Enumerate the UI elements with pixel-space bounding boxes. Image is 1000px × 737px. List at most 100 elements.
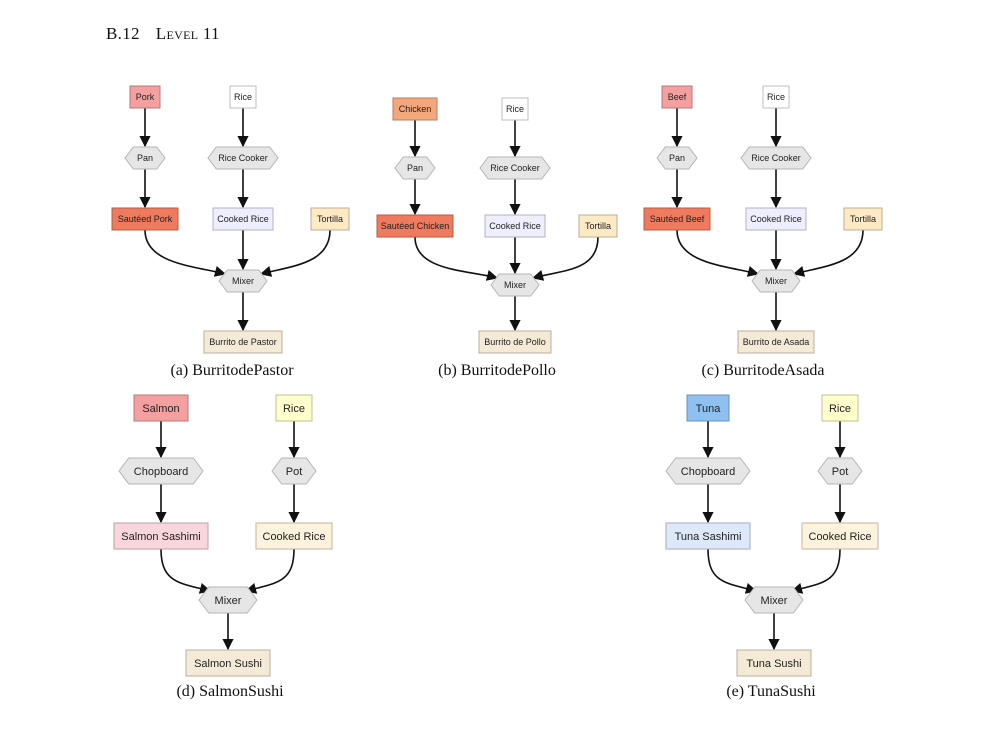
node-pot: Pot (817, 457, 863, 485)
node-chopboard-label: Chopboard (681, 466, 735, 478)
node-mixer-label: Mixer (215, 595, 242, 607)
node-rice-shape (821, 394, 859, 422)
node-sauteed-beef-shape (643, 207, 711, 231)
tuna-sushi-caption: (e) TunaSushi (726, 683, 816, 700)
edge-tuna-sashimi-to-mixer (707, 548, 758, 594)
node-mixer: Mixer (490, 273, 540, 297)
node-rice-cooker-label: Rice Cooker (751, 153, 801, 163)
node-rice: Rice (762, 85, 790, 109)
node-tortilla-shape (310, 207, 350, 231)
node-burrito-label: Burrito de Asada (743, 337, 810, 347)
node-tuna: Tuna (686, 394, 730, 422)
salmon-sushi-caption: (d) SalmonSushi (176, 683, 284, 700)
node-sauteed-pork: Sautéed Pork (111, 207, 179, 231)
node-chicken-label: Chicken (399, 104, 432, 114)
node-rice-shape (762, 85, 790, 109)
node-chopboard: Chopboard (118, 457, 204, 485)
node-tortilla-label: Tortilla (585, 221, 611, 231)
node-cooked-rice-label: Cooked Rice (217, 214, 269, 224)
node-chicken-shape (392, 97, 438, 121)
node-tortilla-shape (578, 214, 618, 238)
section-number: B.12 (106, 24, 140, 43)
node-rice-label: Rice (283, 403, 305, 415)
node-mixer: Mixer (218, 269, 268, 293)
node-tuna-sashimi-label: Tuna Sashimi (675, 531, 742, 543)
node-mixer-shape (218, 269, 268, 293)
node-mixer-shape (490, 273, 540, 297)
node-rice: Rice (501, 97, 529, 121)
node-tuna-shape (686, 394, 730, 422)
section-heading: B.12 Level 11 (106, 24, 220, 44)
node-pan-shape (656, 146, 698, 170)
node-burrito-shape (203, 330, 283, 354)
edge-cooked-rice-to-mixer (244, 548, 295, 594)
node-mixer-label: Mixer (761, 595, 788, 607)
node-cooked-rice-shape (801, 522, 879, 550)
section-title: Level 11 (155, 24, 220, 43)
node-rice-label: Rice (506, 104, 524, 114)
node-sauteed-pork-label: Sautéed Pork (118, 214, 173, 224)
node-pork-shape (129, 85, 161, 109)
node-salmon-label: Salmon (142, 403, 179, 415)
node-pan-label: Pan (407, 163, 423, 173)
node-sushi: Salmon Sushi (185, 649, 271, 677)
node-beef-label: Beef (668, 92, 687, 102)
node-burrito: Burrito de Pastor (203, 330, 283, 354)
node-rice-shape (501, 97, 529, 121)
edge-sauteed-pork-to-mixer (144, 229, 227, 277)
node-pan-label: Pan (137, 153, 153, 163)
burrito-de-asada-caption: (c) BurritodeAsada (701, 362, 824, 379)
node-sauteed-beef-label: Sautéed Beef (650, 214, 705, 224)
node-tuna-sashimi-shape (665, 522, 751, 550)
node-sushi: Tuna Sushi (736, 649, 812, 677)
node-rice-label: Rice (829, 403, 851, 415)
node-rice-cooker: Rice Cooker (207, 146, 279, 170)
node-salmon-sashimi: Salmon Sashimi (113, 522, 209, 550)
node-rice-cooker: Rice Cooker (740, 146, 812, 170)
node-sauteed-chicken-shape (376, 214, 454, 238)
node-rice-shape (229, 85, 257, 109)
node-mixer: Mixer (751, 269, 801, 293)
node-tuna-label: Tuna (696, 403, 722, 415)
node-tuna-sashimi: Tuna Sashimi (665, 522, 751, 550)
node-burrito-shape (737, 330, 815, 354)
node-beef: Beef (661, 85, 693, 109)
node-pot: Pot (271, 457, 317, 485)
node-mixer-shape (744, 586, 804, 614)
node-rice-cooker-label: Rice Cooker (218, 153, 268, 163)
node-sauteed-chicken-label: Sautéed Chicken (381, 221, 450, 231)
node-pork-label: Pork (136, 92, 155, 102)
node-rice: Rice (275, 394, 313, 422)
node-chopboard: Chopboard (665, 457, 751, 485)
node-cooked-rice: Cooked Rice (212, 207, 274, 231)
node-rice-cooker: Rice Cooker (479, 156, 551, 180)
node-cooked-rice: Cooked Rice (801, 522, 879, 550)
node-salmon-sashimi-shape (113, 522, 209, 550)
edge-sauteed-chicken-to-mixer (414, 236, 499, 281)
node-pan: Pan (656, 146, 698, 170)
node-beef-shape (661, 85, 693, 109)
edge-salmon-sashimi-to-mixer (160, 548, 212, 594)
edge-tortilla-to-mixer (259, 229, 331, 277)
node-rice-label: Rice (767, 92, 785, 102)
node-tortilla-label: Tortilla (850, 214, 876, 224)
node-tortilla: Tortilla (310, 207, 350, 231)
node-rice-label: Rice (234, 92, 252, 102)
node-chopboard-shape (118, 457, 204, 485)
node-mixer-shape (198, 586, 258, 614)
node-mixer-label: Mixer (504, 280, 526, 290)
node-chopboard-shape (665, 457, 751, 485)
node-pork: Pork (129, 85, 161, 109)
node-rice-cooker-shape (479, 156, 551, 180)
node-tortilla: Tortilla (578, 214, 618, 238)
node-mixer-shape (751, 269, 801, 293)
node-tortilla-shape (843, 207, 883, 231)
node-chopboard-label: Chopboard (134, 466, 188, 478)
node-sauteed-pork-shape (111, 207, 179, 231)
node-sushi-shape (736, 649, 812, 677)
node-cooked-rice: Cooked Rice (484, 214, 546, 238)
